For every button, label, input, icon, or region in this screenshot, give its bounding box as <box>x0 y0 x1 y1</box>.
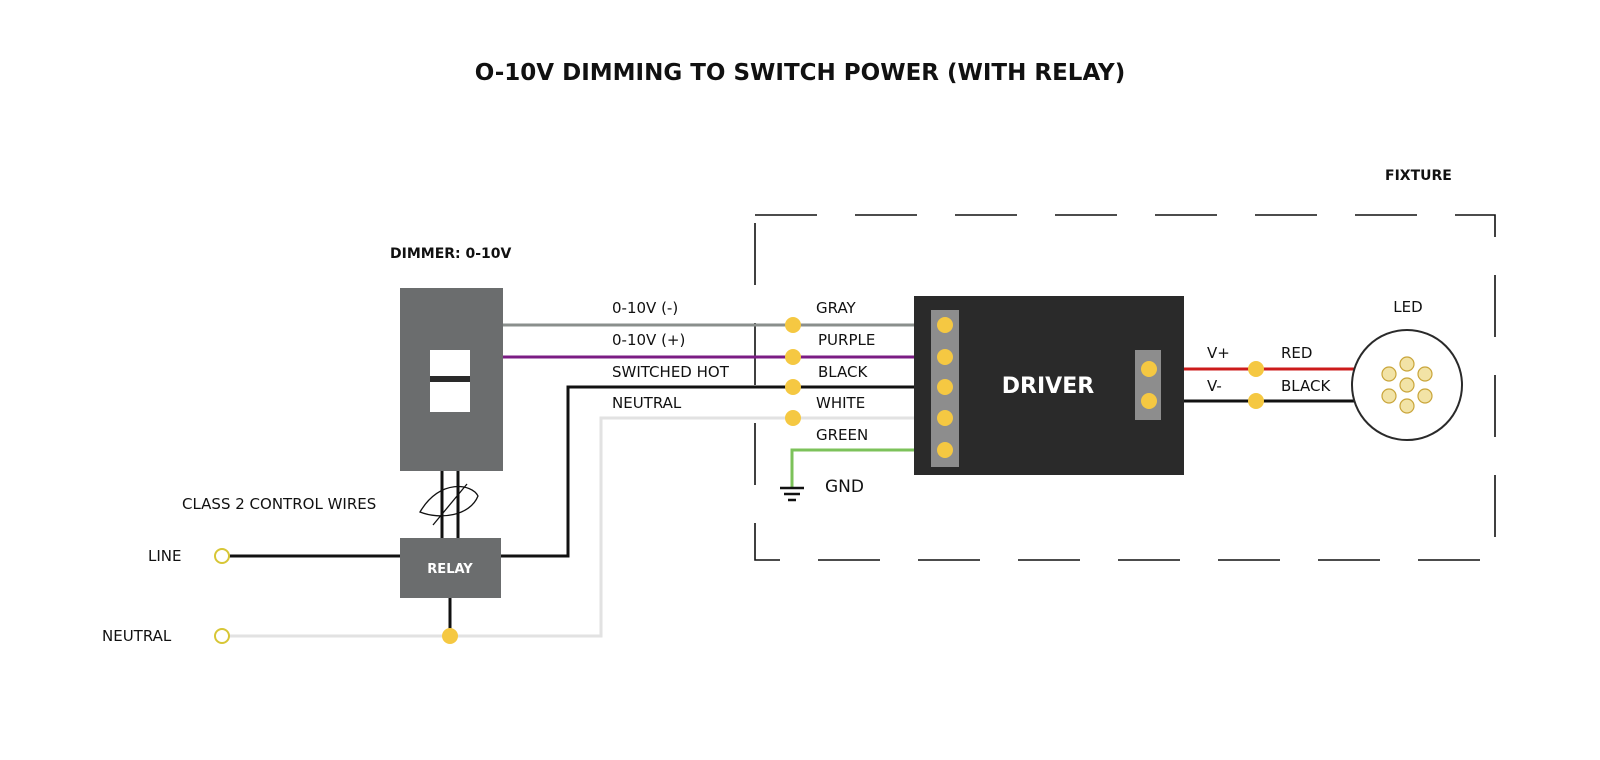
neutral-label: NEUTRAL <box>612 394 682 412</box>
black-label: BLACK <box>818 363 868 381</box>
terminal-out-vminus <box>1141 393 1157 409</box>
connector-white <box>785 410 801 426</box>
led-label: LED <box>1393 298 1422 316</box>
dimmer-slider-handle[interactable] <box>430 376 470 382</box>
line-label: LINE <box>148 547 181 565</box>
terminal-in-3 <box>937 379 953 395</box>
terminal-in-2 <box>937 349 953 365</box>
driver-input-terminals <box>937 317 953 458</box>
white-label: WHITE <box>816 394 865 412</box>
driver-output-terminal-block <box>1135 350 1161 420</box>
wire-switched-hot <box>501 385 945 558</box>
connector-gray <box>785 317 801 333</box>
line-terminal <box>214 548 230 564</box>
connector-red <box>1248 361 1264 377</box>
fixture-enclosure <box>754 214 1496 561</box>
connector-black-out <box>1248 393 1264 409</box>
wires <box>227 323 1356 638</box>
connectors <box>442 317 1264 644</box>
connector-black <box>785 379 801 395</box>
terminal-in-1 <box>937 317 953 333</box>
cable-bundle-slash <box>432 483 468 526</box>
neutral-terminal <box>214 628 230 644</box>
vplus-label: V+ <box>1207 344 1230 362</box>
connector-purple <box>785 349 801 365</box>
dimmer-label: DIMMER: 0-10V <box>390 246 512 262</box>
ground-icon <box>780 486 804 502</box>
green-label: GREEN <box>816 426 868 444</box>
connector-neutral <box>442 628 458 644</box>
switched-hot-label: SWITCHED HOT <box>612 363 730 381</box>
black-out-label: BLACK <box>1281 377 1331 395</box>
relay-label: RELAY <box>427 562 473 577</box>
neutral-source-label: NEUTRAL <box>102 627 172 645</box>
class2-label: CLASS 2 CONTROL WIRES <box>182 495 376 513</box>
wire-neutral <box>227 416 945 638</box>
led-chips-icon <box>1381 356 1433 414</box>
terminal-in-5 <box>937 442 953 458</box>
relay <box>400 538 501 598</box>
dim-plus-label: 0-10V (+) <box>612 331 685 349</box>
driver-label: DRIVER <box>1002 374 1094 399</box>
red-label: RED <box>1281 344 1312 362</box>
diagram-title: O-10V DIMMING TO SWITCH POWER (WITH RELA… <box>475 60 1125 86</box>
vminus-label: V- <box>1207 377 1222 395</box>
wire-ground <box>790 448 945 488</box>
terminal-out-vplus <box>1141 361 1157 377</box>
cable-bundle-symbol <box>419 486 479 517</box>
dim-minus-label: 0-10V (-) <box>612 299 678 317</box>
fixture-label: FIXTURE <box>1385 168 1452 184</box>
gnd-label: GND <box>825 477 864 497</box>
gray-label: GRAY <box>816 299 857 317</box>
terminal-in-4 <box>937 410 953 426</box>
purple-label: PURPLE <box>818 331 875 349</box>
